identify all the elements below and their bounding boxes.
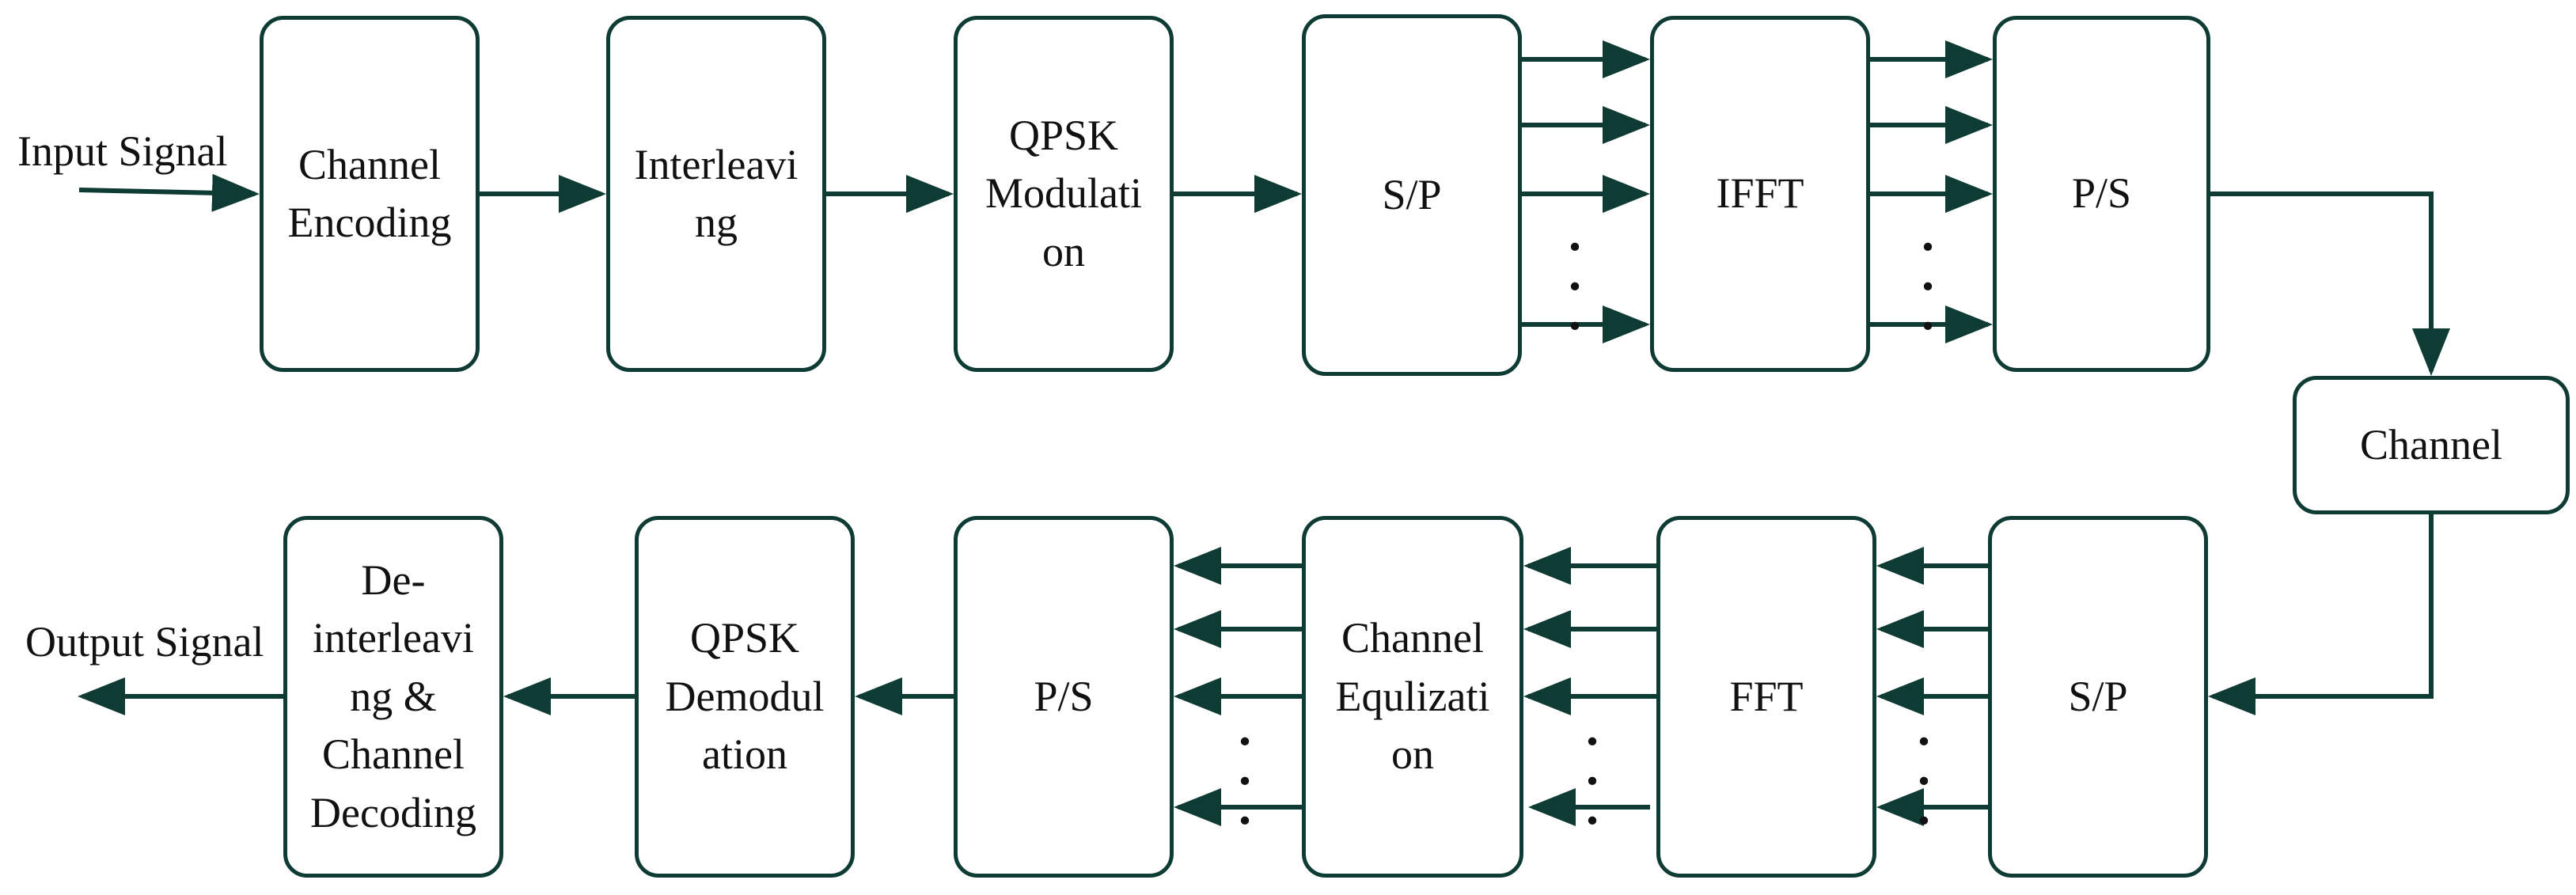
- channel-block: Channel: [2293, 376, 2570, 514]
- input-signal-label: Input Signal: [17, 127, 228, 175]
- fft-label: FFT: [1729, 672, 1804, 720]
- interleaving-block: Interleavi ng: [606, 16, 826, 372]
- arrow-ps-to-channel: [2210, 192, 2450, 376]
- channel-label: Channel: [2360, 420, 2502, 468]
- ifft-label: IFFT: [1716, 169, 1804, 218]
- fft-block: FFT: [1656, 516, 1876, 878]
- qpsk-modulation-label: QPSK Modulati on: [985, 111, 1142, 275]
- sp-rx-block: S/P: [1988, 516, 2208, 878]
- ifft-block: IFFT: [1650, 16, 1870, 372]
- channel-encoding-label: Channel Encoding: [287, 140, 452, 246]
- deinterleaving-decoding-block: De- interleavi ng & Channel Decoding: [283, 516, 503, 878]
- deinterleaving-decoding-label: De- interleavi ng & Channel Decoding: [310, 556, 476, 836]
- qpsk-modulation-block: QPSK Modulati on: [954, 16, 1174, 372]
- sp-tx-block: S/P: [1302, 14, 1522, 376]
- channel-equalization-block: Channel Equlizati on: [1302, 516, 1523, 878]
- ellipsis-sp-fft: . . .: [1918, 700, 1930, 835]
- qpsk-demodulation-label: QPSK Demodul ation: [665, 614, 825, 779]
- interleaving-label: Interleavi ng: [634, 140, 799, 246]
- channel-equalization-label: Channel Equlizati on: [1335, 614, 1490, 779]
- output-signal-label: Output Signal: [25, 618, 264, 666]
- arrow-channel-to-sp: [2208, 514, 2434, 715]
- channel-encoding-block: Channel Encoding: [260, 16, 480, 372]
- ps-tx-label: P/S: [2071, 169, 2132, 218]
- ellipsis-sp-ifft: . . .: [1569, 205, 1581, 340]
- ps-rx-label: P/S: [1034, 672, 1094, 720]
- qpsk-demodulation-block: QPSK Demodul ation: [635, 516, 855, 878]
- sp-rx-label: S/P: [2068, 672, 2128, 720]
- ellipsis-fft-eq: . . .: [1586, 700, 1599, 835]
- ellipsis-eq-ps: . . .: [1239, 700, 1251, 835]
- ellipsis-ifft-ps: . . .: [1922, 205, 1934, 340]
- ps-tx-block: P/S: [1993, 16, 2210, 372]
- sp-tx-label: S/P: [1382, 170, 1442, 218]
- arrow-input-to-encoding: [78, 173, 260, 212]
- ps-rx-block: P/S: [954, 516, 1174, 878]
